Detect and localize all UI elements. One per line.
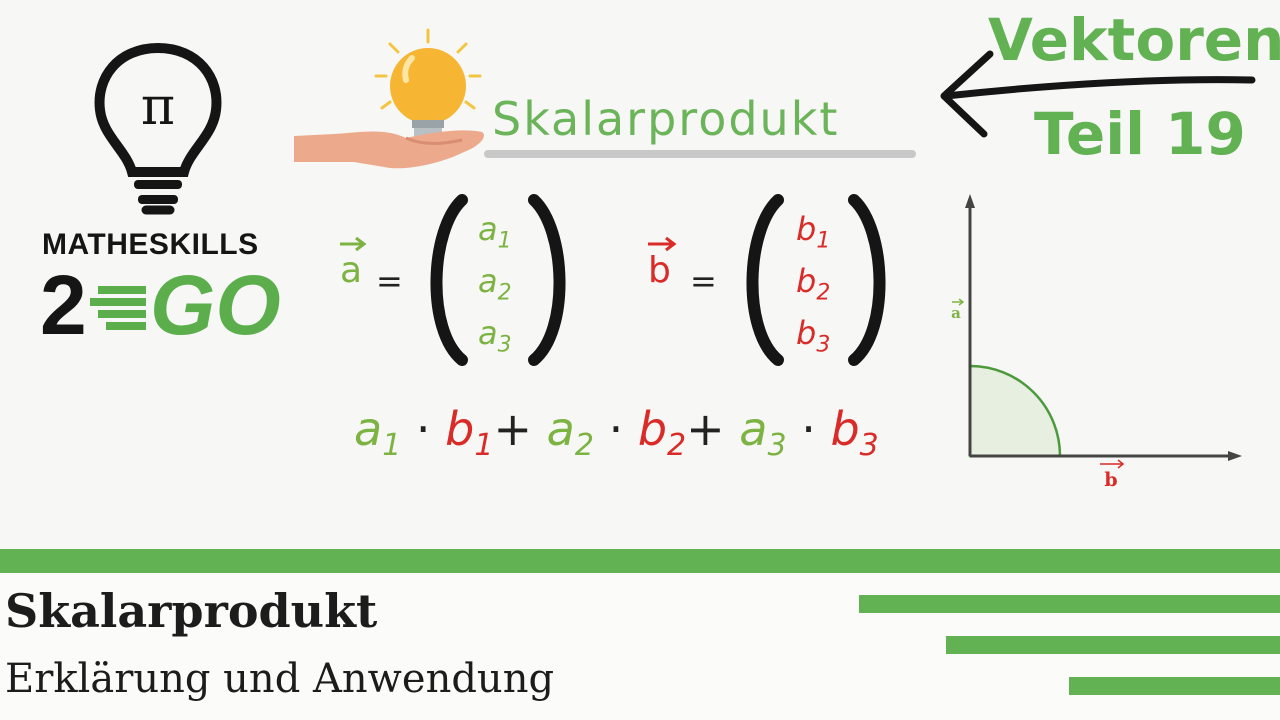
arrow-left-icon [940,50,1256,138]
title-script: Skalarprodukt [492,92,840,146]
formula-term: b3 [830,402,879,464]
formula-term: a2 [546,402,594,464]
label-b: b [1104,469,1117,491]
vector-a-component-1: a1 [478,210,512,254]
banner-top-bar [0,549,1280,573]
vector-b-name: b [648,250,671,291]
arrowhead-right-icon [1228,451,1242,461]
brand-go: GO [150,258,281,352]
formula-dot: · [801,402,816,456]
vector-a-component-3: a3 [478,314,512,358]
formula-term: a3 [739,402,787,464]
left-bracket-b [746,194,784,366]
lightbulb-pi-icon: π [94,42,222,215]
right-bracket-a [528,194,566,366]
equals-sign-a: = [376,262,403,300]
decor-stripe-3 [1069,677,1280,695]
vector-a: a [336,236,376,296]
series-title: Vektoren [988,6,1280,74]
equals-sign-b: = [690,262,717,300]
banner-subtitle: Erklärung und Anwendung [5,656,555,702]
speed-lines-icon [90,286,146,330]
formula-plus: + [686,402,725,456]
label-a: a [951,304,961,322]
brand-two: 2 [40,258,87,352]
formula-term: b2 [637,402,687,464]
part-number: Teil 19 [1034,100,1246,168]
left-bracket-a [430,194,468,366]
vector-b-component-3: b3 [796,314,831,358]
vector-a-component-2: a2 [478,262,512,306]
scalar-product-formula: a1 · b1+ a2 · b2+ a3 · b3 [354,402,879,463]
formula-dot: · [415,402,431,456]
banner-title: Skalarprodukt [5,584,378,638]
vector-b-component-2: b2 [796,262,831,306]
vector-b: b [644,236,684,296]
vector-b-component-1: b1 [796,210,831,254]
formula-term: b1 [445,402,494,464]
brand-2go-logo: 2 GO [40,262,290,348]
vector-arrow-icon [340,236,367,252]
decor-stripe-2 [946,636,1280,654]
right-angle-diagram: a b [951,194,1242,491]
formula-plus: + [493,402,533,456]
arrowhead-up-icon [965,194,975,208]
vector-a-name: a [340,250,363,291]
pi-symbol: π [141,77,175,137]
right-bracket-b [848,194,886,366]
title-underline [484,150,916,158]
formula-term: a1 [354,402,402,464]
decor-stripe-1 [859,595,1280,613]
brand-name: MATHESKILLS [42,228,259,261]
formula-dot: · [608,402,624,456]
angle-arc [968,364,1062,458]
vector-arrow-icon [648,236,677,252]
hand-lightbulb-icon [294,28,484,169]
